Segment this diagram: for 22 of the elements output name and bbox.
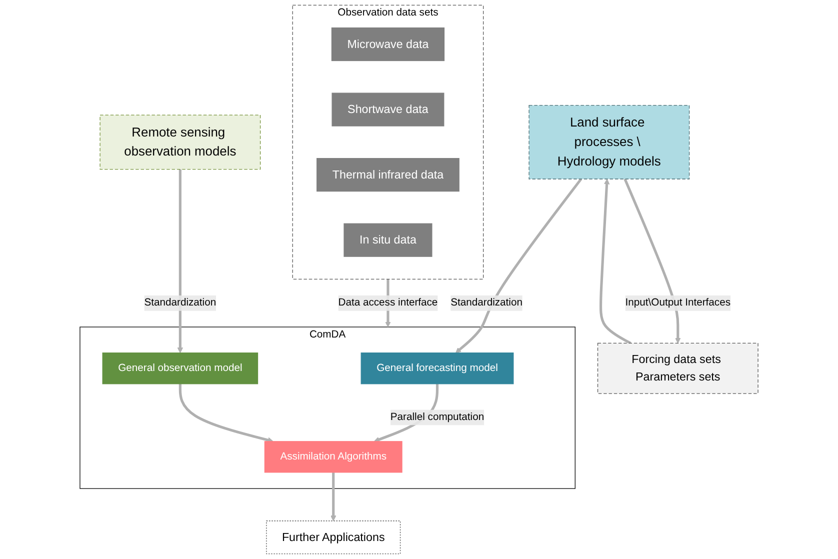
edge-label: Data access interface — [338, 297, 438, 308]
node-box: Remote sensing observation models — [100, 114, 261, 170]
arrow — [330, 472, 336, 522]
edge-label: Input\Output Interfaces — [625, 297, 730, 308]
node-box: In situ data — [344, 223, 432, 257]
node-box: Land surface processes \ Hydrology models — [528, 105, 690, 180]
arrow — [455, 178, 582, 354]
node-box: General forecasting model — [360, 352, 514, 384]
edge-label: Parallel computation — [390, 412, 484, 423]
edge-label: Standardization — [450, 297, 522, 308]
node-box: Thermal infrared data — [316, 158, 460, 192]
arrow — [624, 178, 681, 344]
node-box: General observation model — [102, 352, 258, 384]
node-box: Forcing data sets Parameters sets — [597, 342, 758, 394]
node-box: Further Applications — [266, 520, 401, 554]
arrow — [178, 384, 274, 443]
edge-label: Standardization — [144, 297, 216, 308]
node-box: Shortwave data — [332, 92, 444, 126]
arrow — [177, 169, 184, 354]
arrow — [599, 178, 632, 344]
node-box: Microwave data — [331, 27, 445, 62]
node-box: Assimilation Algorithms — [264, 441, 402, 473]
